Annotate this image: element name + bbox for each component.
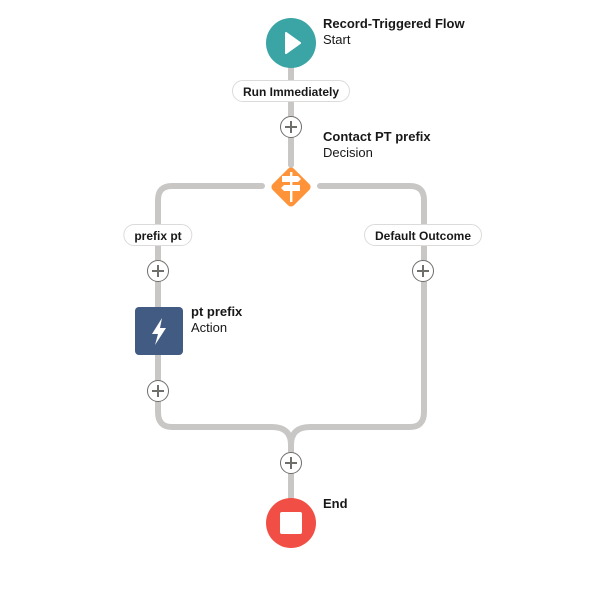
action-node[interactable] xyxy=(135,307,183,355)
decision-title: Contact PT prefix xyxy=(323,129,431,144)
action-subtitle: Action xyxy=(191,320,228,335)
stop-square-icon xyxy=(280,512,302,534)
start-title: Record-Triggered Flow xyxy=(323,16,465,31)
lightning-icon xyxy=(152,318,166,345)
decision-subtitle: Decision xyxy=(323,145,373,160)
outcome-default-label[interactable]: Default Outcome xyxy=(363,224,483,246)
start-subtitle: Start xyxy=(323,32,351,47)
decision-node[interactable] xyxy=(266,162,316,212)
action-title: pt prefix xyxy=(191,304,243,319)
add-element-button[interactable] xyxy=(280,116,302,138)
outcome-prefix-pt-label[interactable]: prefix pt xyxy=(123,224,193,246)
add-element-button[interactable] xyxy=(147,380,169,402)
connector-left-branch xyxy=(155,183,294,448)
run-immediately-label[interactable]: Run Immediately xyxy=(231,80,351,102)
end-title: End xyxy=(323,496,348,511)
add-element-button[interactable] xyxy=(147,260,169,282)
signpost-icon xyxy=(281,172,301,202)
add-element-button[interactable] xyxy=(280,452,302,474)
add-element-button[interactable] xyxy=(412,260,434,282)
end-node[interactable] xyxy=(266,498,316,548)
play-icon xyxy=(285,32,301,54)
connector-right-branch xyxy=(288,183,427,448)
start-node[interactable] xyxy=(266,18,316,68)
